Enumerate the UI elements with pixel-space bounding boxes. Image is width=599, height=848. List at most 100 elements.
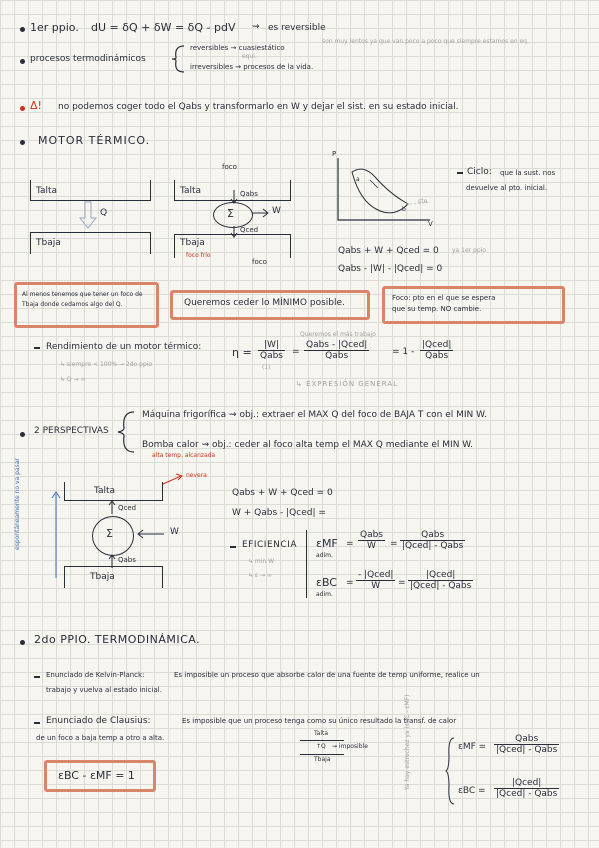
line1-tail: es reversible — [268, 23, 326, 33]
persp-t-alta: Talta — [94, 486, 116, 496]
box-foco-tbaja — [14, 282, 159, 328]
bullet — [20, 140, 25, 145]
rend-num2: Qabs - |Qced| — [304, 340, 370, 351]
rend-den3: Qabs — [425, 351, 449, 361]
persp-eq2: W + Qabs - |Qced| = — [232, 508, 326, 518]
fraction: |Qced| Qabs — [420, 340, 454, 361]
reservoir-wall — [290, 180, 292, 200]
rend-side1: ↳ siempre < 100% → 2do ppio — [60, 361, 153, 368]
fraction: Qabs |Qced| - Qabs — [494, 734, 560, 755]
reservoir-line — [64, 566, 163, 568]
reservoir-wall — [150, 232, 152, 254]
cl-t-alta: Talta — [314, 730, 329, 737]
persp-emf-eq: = — [346, 539, 354, 549]
line1-prefix: 1er ppio. — [30, 21, 79, 34]
reservoir-wall — [64, 566, 66, 588]
motor-t-baja-2: Tbaja — [180, 238, 205, 248]
reservoir-line — [300, 754, 344, 756]
ebc-n1: - |Qced| — [356, 570, 396, 581]
motor-w: W — [272, 206, 281, 216]
motor-t-alta-1: Talta — [36, 186, 58, 196]
warning-icon: Δ! — [30, 99, 42, 112]
reservoir-wall — [30, 180, 32, 200]
emf-n1: Qabs — [358, 530, 386, 541]
line1-formula: dU = δQ + δW = δQ - pdV — [91, 21, 236, 34]
bullet — [20, 59, 25, 64]
rend-num1: |W| — [258, 340, 286, 351]
pv-note: cte — [418, 198, 428, 205]
equals-sign: = — [346, 578, 354, 588]
divider — [306, 530, 308, 598]
ciclo-text-2: devuelve al pto. inicial. — [466, 184, 548, 192]
equals-sign: = — [398, 578, 406, 588]
box2-text: Queremos ceder lo MÍNIMO posible. — [184, 298, 345, 308]
motor-t-baja-1: Tbaja — [36, 238, 61, 248]
pv-b: b — [402, 206, 406, 213]
line1-arrow: ⇝ — [252, 22, 260, 32]
box1-text: Al menos tenemos que tener un foco de Tb… — [22, 291, 143, 308]
arrow-left-icon — [137, 529, 164, 539]
box-final-relation — [44, 760, 156, 792]
fraction: Qabs |Qced| - Qabs — [400, 530, 466, 551]
fraction: |Qced| |Qced| - Qabs — [494, 778, 560, 799]
cl-label: Enunciado de Clausius: — [46, 716, 151, 726]
motor-eq1: Qabs + W + Qced = 0 — [338, 246, 439, 256]
rendimiento-note-top: Queremos el más trabajo — [300, 331, 376, 338]
rend-den2: Qabs — [325, 351, 349, 361]
f-emf: εMF = — [458, 742, 487, 752]
line2-top: reversibles → cuasiestático — [190, 44, 285, 52]
persp-eq1: Qabs + W + Qced = 0 — [232, 488, 333, 498]
down-arrow-icon — [78, 201, 98, 229]
line2-label: procesos termodinámicos — [30, 54, 146, 64]
perspectivas-label: 2 PERSPECTIVAS — [34, 426, 109, 436]
final-box-text: εBC - εMF = 1 — [58, 769, 135, 782]
persp-t-baja: Tbaja — [90, 572, 115, 582]
persp-q-ced: Qced — [118, 504, 137, 512]
box3-text-1: Foco: pto en el que se espera — [392, 294, 496, 302]
rend-side2: ↳ Q → ∞ — [60, 376, 86, 383]
perspectiva-2: Bomba calor ⇝ obj.: ceder al foco alta t… — [142, 440, 474, 450]
cl-q: ↑Q — [316, 743, 326, 750]
dash — [34, 676, 40, 678]
persp-nevera: nevera — [186, 472, 207, 479]
equals-sign: = — [390, 539, 398, 549]
motor-title: MOTOR TÉRMICO. — [38, 134, 151, 147]
rend-note-sub: (1) — [262, 364, 271, 371]
line2-top-note: son muy lentos ya que van poco a poco qu… — [322, 38, 529, 45]
bullet — [20, 27, 25, 32]
brace-icon — [117, 411, 135, 453]
pv-a: a — [356, 176, 360, 183]
reservoir-wall — [174, 234, 176, 258]
ebc-d1: W — [371, 581, 381, 591]
persp-ef-sub2: ↳ ε → ∞ — [248, 572, 273, 579]
arrow-up-icon — [108, 500, 116, 514]
kp-text-1: Es imposible un proceso que absorbe calo… — [174, 671, 480, 679]
motor-foco-top: foco — [222, 163, 237, 171]
ebc-d2: |Qced| - Qabs — [410, 581, 472, 591]
reservoir-wall — [174, 180, 176, 200]
emf-d2: |Qced| - Qabs — [402, 541, 464, 551]
side-vertical: Ya hay estrechez ya (εBC - εMF) — [404, 694, 411, 790]
equals-sign: = — [292, 347, 300, 357]
emf-d1: W — [367, 541, 376, 551]
reservoir-wall — [290, 234, 292, 258]
f-ebc-n: |Qced| — [494, 778, 560, 789]
bullet — [20, 106, 25, 111]
fraction: |Qced| |Qced| - Qabs — [408, 570, 474, 591]
ebc-n2: |Qced| — [408, 570, 474, 581]
reservoir-wall — [30, 232, 32, 254]
segundo-title: 2do PPIO. TERMODINÁMICA. — [34, 633, 201, 646]
rendimiento-eta: η = — [232, 346, 252, 359]
rend-eq: = 1 - — [392, 347, 415, 357]
box-ceder-minimo — [170, 290, 370, 320]
persp-ef-sub1: ↳ min W — [248, 558, 275, 565]
dash — [34, 722, 40, 724]
cl-t-baja: Tbaja — [314, 756, 331, 763]
fridge-circle — [92, 516, 134, 556]
motor-t-alta-2: Talta — [180, 186, 202, 196]
cl-imposible: ⇝ imposible — [332, 743, 368, 750]
motor-sigma: Σ — [227, 207, 234, 220]
fraction: Qabs - |Qced| Qabs — [304, 340, 370, 361]
box-foco-def — [382, 286, 565, 324]
reservoir-wall — [64, 482, 66, 500]
